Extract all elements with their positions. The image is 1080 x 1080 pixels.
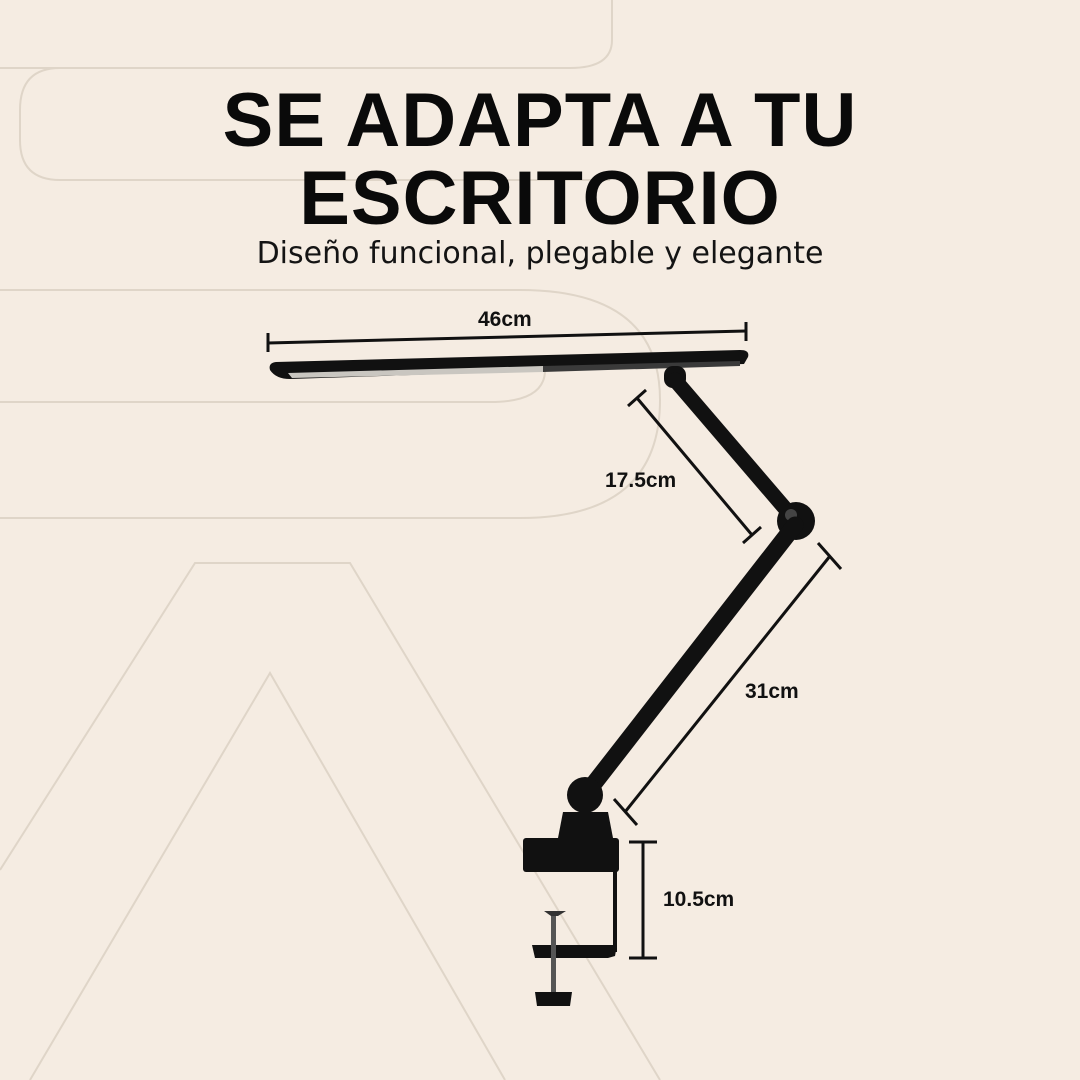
head-width-label: 46cm bbox=[478, 308, 532, 331]
base-joint bbox=[567, 777, 603, 813]
clamp-plate bbox=[532, 945, 617, 958]
title-line-1: SE ADAPTA A TU bbox=[222, 78, 858, 163]
dimension-lines bbox=[266, 322, 843, 960]
subtitle: Diseño funcional, plegable y elegante bbox=[256, 236, 824, 271]
lower-arm-line bbox=[623, 555, 832, 813]
clamp-knob bbox=[535, 992, 572, 1006]
clamp-screw bbox=[551, 914, 556, 994]
clamp-height-label: 10.5cm bbox=[663, 888, 735, 911]
lower-arm bbox=[576, 516, 804, 804]
lower-arm-label: 31cm bbox=[745, 680, 799, 703]
clamp-rod bbox=[613, 870, 617, 952]
lamp bbox=[269, 350, 815, 1006]
title-line-2: ESCRITORIO bbox=[299, 156, 781, 241]
upper-arm-label: 17.5cm bbox=[605, 469, 677, 492]
upper-arm-line bbox=[635, 397, 754, 536]
head-width-line bbox=[267, 329, 747, 345]
page-title: SE ADAPTA A TU ESCRITORIO bbox=[0, 82, 1080, 238]
upper-arm bbox=[667, 372, 803, 528]
clamp-block bbox=[523, 838, 619, 872]
base-neck bbox=[558, 812, 613, 838]
light-strip bbox=[288, 366, 543, 378]
